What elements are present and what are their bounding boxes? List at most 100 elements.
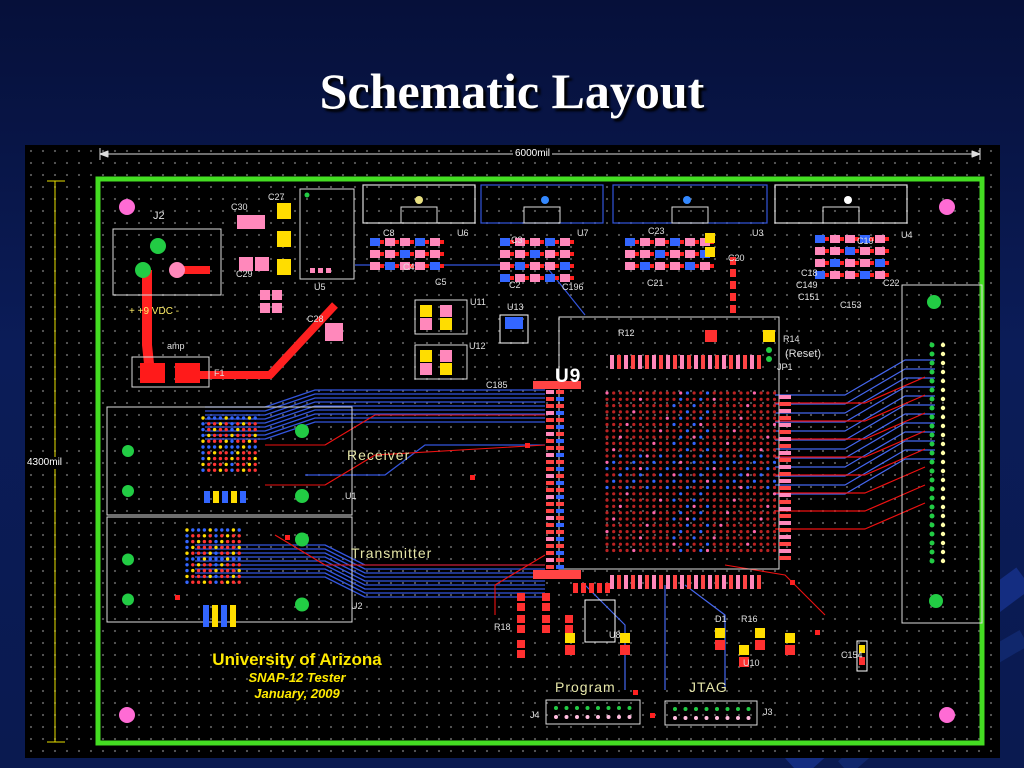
bga-ball: [732, 397, 736, 401]
bga-ball: [605, 517, 609, 521]
bga-ball: [712, 530, 716, 534]
module-ball: [237, 563, 241, 567]
bga-ball: [752, 391, 757, 395]
smd-pad: [430, 262, 440, 270]
fanout-pad: [546, 509, 554, 513]
bga-ball: [712, 548, 716, 553]
bga-ball: [719, 511, 723, 515]
bga-ball: [759, 404, 763, 408]
bga-ball: [632, 467, 636, 471]
module-ball: [253, 456, 257, 461]
bga-ball: [605, 530, 609, 534]
bga-ball: [652, 498, 656, 502]
bga-ball: [679, 448, 683, 452]
smd-pad: [815, 235, 825, 243]
bga-ball: [746, 448, 750, 452]
bga-ball: [726, 416, 730, 420]
fanout-pad: [659, 355, 663, 369]
bga-ball: [625, 454, 629, 458]
bga-ball: [732, 542, 736, 546]
bga-ball: [759, 530, 763, 534]
bga-ball: [746, 542, 750, 546]
module-ball: [201, 427, 205, 432]
capacitor-pad: [239, 257, 253, 271]
header-pin: [725, 707, 730, 711]
bga-ball: [712, 504, 716, 508]
bga-ball: [772, 454, 777, 458]
bga-ball: [699, 542, 703, 546]
bga-ball: [772, 536, 777, 540]
bga-ball: [705, 416, 710, 420]
module-ball: [220, 539, 224, 544]
bga-ball: [772, 429, 777, 433]
j2-pad: [150, 238, 166, 254]
module-ball: [208, 574, 212, 579]
fanout-pad: [556, 411, 564, 415]
bga-ball: [719, 504, 723, 508]
bga-ball: [746, 404, 750, 408]
bga-ball: [712, 536, 716, 540]
bga-ball: [685, 498, 690, 502]
bga-ball: [645, 479, 649, 483]
regulator-pad: [420, 318, 432, 330]
regulator-outline: [414, 344, 468, 380]
ref-C21: C21: [647, 278, 664, 288]
bga-ball: [638, 429, 643, 433]
module-ball: [185, 551, 189, 555]
u8-pin: [597, 583, 602, 593]
bga-ball: [705, 422, 710, 427]
bottom-trace: [775, 458, 935, 495]
fanout-pad: [779, 465, 791, 469]
smd-pad-small: [885, 273, 889, 277]
bottom-trace: [195, 568, 545, 590]
j1-pin: [940, 432, 946, 438]
smd-pad: [515, 238, 525, 246]
bga-ball: [705, 454, 710, 458]
bga-ball: [632, 441, 636, 445]
j1-pin: [929, 540, 935, 546]
fanout-pad: [673, 355, 677, 369]
bga-ball: [732, 448, 736, 452]
bga-ball: [659, 517, 663, 521]
module-ball: [201, 416, 205, 420]
module-ball: [185, 528, 189, 532]
smd-pad-small: [410, 252, 414, 256]
top-header-outline: [612, 184, 768, 224]
passive-pad: [565, 615, 573, 623]
bga-ball: [772, 530, 777, 534]
module-ball: [212, 433, 217, 438]
module-ball: [241, 468, 246, 472]
smd-pad: [500, 262, 510, 270]
fanout-pad: [779, 542, 791, 546]
module-mount: [295, 532, 309, 547]
smd-pad-small: [710, 264, 714, 268]
bga-ball: [692, 404, 696, 408]
smd-pad-small: [570, 264, 574, 268]
smd-pad-small: [555, 240, 559, 244]
bga-ball: [705, 517, 710, 521]
bga-ball: [699, 479, 703, 483]
bga-ball: [752, 454, 757, 458]
module-ball: [207, 451, 211, 455]
bga-ball: [625, 460, 629, 464]
module-ball: [196, 574, 201, 579]
smd-pad-small: [540, 264, 544, 268]
bga-ball: [645, 429, 649, 433]
module-ball: [220, 534, 224, 538]
fanout-pad: [779, 472, 791, 476]
bga-ball: [652, 441, 656, 445]
bga-ball: [692, 511, 696, 515]
bga-ball: [672, 492, 676, 496]
bga-ball: [746, 473, 750, 477]
bga-ball: [605, 498, 609, 502]
smd-pad-small: [650, 264, 654, 268]
bga-ball: [665, 460, 669, 464]
jp1-pin: [766, 347, 772, 353]
bga-ball: [605, 467, 609, 471]
bga-ball: [665, 498, 669, 502]
fanout-pad: [779, 486, 791, 490]
bga-ball: [752, 441, 757, 445]
bga-ball: [726, 391, 730, 395]
j1-pin: [929, 495, 935, 501]
module-ball: [212, 439, 217, 443]
